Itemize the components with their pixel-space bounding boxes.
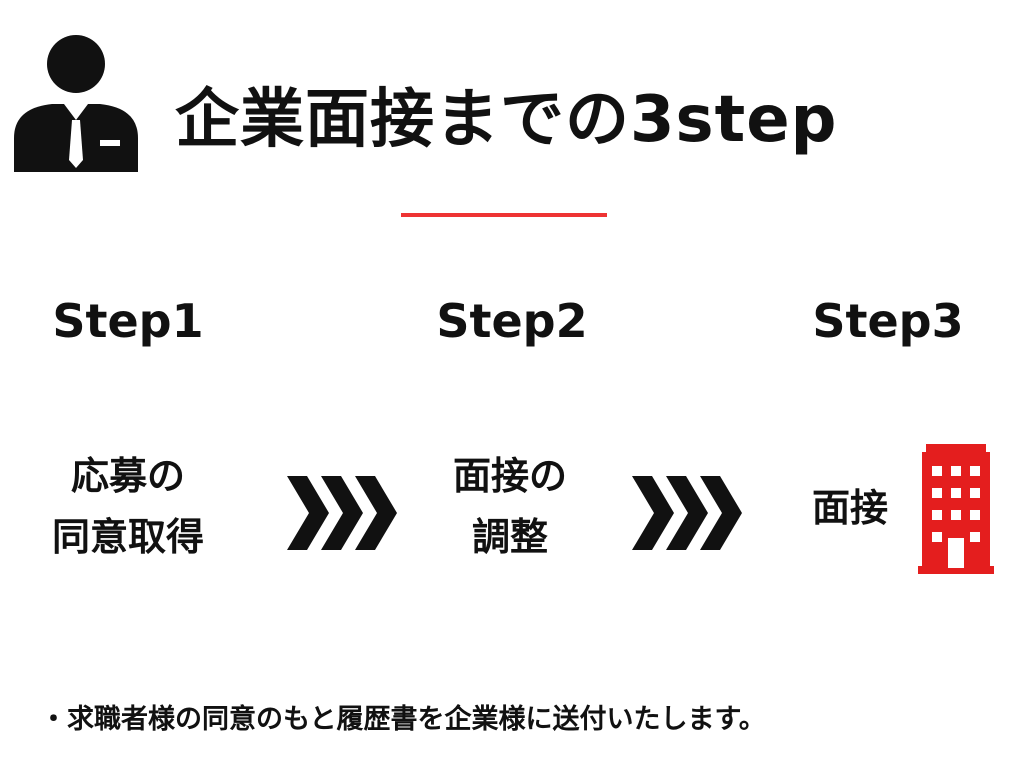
page-title: 企業面接までの3step bbox=[175, 83, 838, 157]
step1-description: 応募の 同意取得 bbox=[18, 446, 238, 568]
step2-label: Step2 bbox=[436, 294, 588, 348]
chevron-right-icon bbox=[632, 476, 742, 550]
step1-label: Step1 bbox=[52, 294, 204, 348]
footer-note: ・求職者様の同意のもと履歴書を企業様に送付いたします。 bbox=[40, 704, 766, 735]
title-underline bbox=[401, 213, 607, 217]
step2-desc-line1: 面接の bbox=[452, 454, 567, 498]
step2-desc-line2: 調整 bbox=[471, 514, 548, 559]
office-building-icon bbox=[918, 444, 994, 574]
step3-label: Step3 bbox=[812, 294, 964, 348]
step1-desc-line2: 同意取得 bbox=[51, 514, 204, 559]
step3-description: 面接 bbox=[811, 486, 888, 530]
businessman-icon bbox=[14, 35, 138, 172]
step2-description: 面接の 調整 bbox=[400, 446, 620, 568]
chevron-right-icon bbox=[287, 476, 397, 550]
step1-desc-line1: 応募の bbox=[70, 454, 185, 498]
